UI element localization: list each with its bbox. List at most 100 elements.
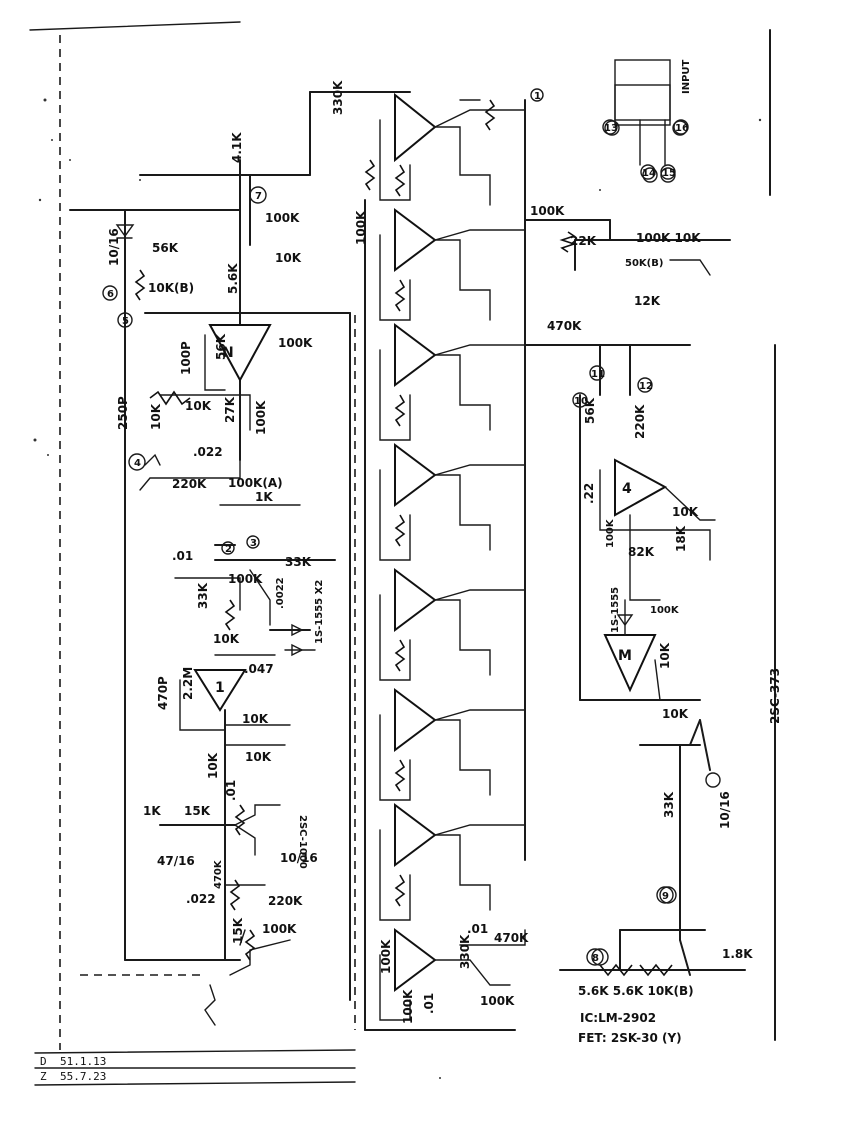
label-r-10k-g: 10K <box>245 750 272 764</box>
label-r-10k-b: 10K(B) <box>148 281 194 295</box>
marker-6: 6 <box>107 289 114 300</box>
label-c-1016-b: 10/16 <box>280 851 318 865</box>
label-r-10k-b2: 10K <box>149 403 163 430</box>
title-row-1-sig: D <box>40 1055 47 1068</box>
title-block: 51.1.13 55.7.23 D Z <box>40 1055 106 1083</box>
label-r-220k: 220K <box>172 477 207 491</box>
label-r-33k: 33K <box>285 555 312 569</box>
label-r-56k-v: 5.6K <box>226 263 240 294</box>
label-r-330k-bot: 330K <box>458 934 472 969</box>
label-r-100k-a: 100K(A) <box>228 476 283 490</box>
label-r-1k: 1K <box>255 490 273 504</box>
label-r-100k-bot2: 100K <box>480 994 515 1008</box>
label-r-15k-b: 15K <box>231 917 245 944</box>
diode-pair-a <box>291 623 304 637</box>
label-r-100k-10k: 100K 10K <box>636 231 701 245</box>
marker-8: 8 <box>592 953 599 964</box>
label-r-50k-b: 50K(B) <box>625 258 663 269</box>
label-r-22m: 2.2M <box>181 667 195 700</box>
label-amp-4: 4 <box>622 481 632 497</box>
label-r-330k-top: 330K <box>331 80 345 115</box>
frame-top-edge <box>29 21 241 31</box>
marker-13: 13 <box>604 123 618 134</box>
label-t-2sc1000: 2SC-1000 <box>297 815 308 869</box>
op-amp-stage-3 <box>394 323 437 387</box>
label-r-10k-m2: 10K <box>662 707 689 721</box>
label-r-10k-h: 10K <box>206 752 220 779</box>
marker-5: 5 <box>122 316 129 327</box>
label-amp-m: M <box>618 648 632 664</box>
title-row-2-date: 55.7.23 <box>60 1070 106 1083</box>
label-d-1s1555-pair: 1S-1555 X2 <box>314 580 325 644</box>
label-r-100k-b2: 100K <box>354 210 368 245</box>
label-c-01-b: .01 <box>224 780 238 801</box>
label-r-10k-e: 10K <box>213 632 240 646</box>
op-amp-stage-7 <box>394 803 437 867</box>
op-amp-m <box>603 634 657 693</box>
marker-2: 2 <box>225 544 232 555</box>
label-c-01: .01 <box>172 549 193 563</box>
label-r-12k: 12K <box>634 294 661 308</box>
marker-16: 16 <box>675 123 689 134</box>
label-r-56k-n: 56K <box>214 333 228 360</box>
label-c-22: .22 <box>582 483 596 504</box>
label-r-18k: 18K <box>674 525 688 552</box>
input-label: INPUT <box>681 59 692 94</box>
label-r-1k-b: 1K <box>143 804 161 818</box>
label-r-100k-c: 100K <box>254 400 268 435</box>
title-block-top-line <box>34 1049 356 1054</box>
label-r-10k-r: 10K <box>672 505 699 519</box>
label-t-2sc373: 2SC-373 <box>768 668 782 724</box>
op-amp-stage-6 <box>394 688 437 752</box>
title-row-2-sig: Z <box>40 1070 47 1083</box>
title-block-bottom-line <box>34 1081 356 1086</box>
label-d-1s1555: 1S-1555 <box>610 587 621 633</box>
label-r-100k-e: 100K <box>262 922 297 936</box>
left-input-section <box>69 159 351 1026</box>
label-r-100k-bot: 100K <box>379 939 393 974</box>
label-r-100k-r2: 100K <box>650 605 680 616</box>
label-r-82k: 82K <box>628 545 655 559</box>
label-r-470k-b: 470K <box>213 859 224 889</box>
marker-12: 12 <box>639 381 653 392</box>
title-row-1-date: 51.1.13 <box>60 1055 106 1068</box>
ic-note: IC:LM-2902 <box>580 1011 656 1025</box>
marker-11: 11 <box>591 369 605 380</box>
op-amp-stage-2 <box>394 208 437 272</box>
label-r-33k-r: 33K <box>662 791 676 818</box>
op-amp-stage-4 <box>394 443 437 507</box>
input-diode <box>115 224 135 238</box>
label-r-10k-f: 10K <box>242 712 269 726</box>
label-r-27k: 27K <box>223 396 237 423</box>
label-r-10k-q: 10K <box>275 251 302 265</box>
diode-1s1555 <box>616 614 634 627</box>
scan-noise <box>33 98 762 1079</box>
label-r-41k: 4.1K <box>230 132 244 163</box>
marker-1: 1 <box>534 91 541 102</box>
label-r-220k-12: 220K <box>633 404 647 439</box>
label-c-01-bot2: .01 <box>422 993 436 1014</box>
label-c-4716: 47/16 <box>157 854 195 868</box>
label-r-bottom: 5.6K 5.6K 10K(B) <box>578 984 694 998</box>
op-amp-n <box>208 324 272 383</box>
switch-block <box>604 59 688 183</box>
label-r-18k-r: 1.8K <box>722 947 753 961</box>
op-amp-stage-1 <box>394 92 437 163</box>
label-r-100k-q: 100K <box>265 211 300 225</box>
op-amp-stage-8 <box>394 928 437 992</box>
marker-15: 15 <box>662 168 676 179</box>
label-c-01-bot: .01 <box>467 922 488 936</box>
label-c-100p: 100P <box>179 341 193 375</box>
label-r-100k-d: 100K <box>228 572 263 586</box>
label-r-56k-l: 56K <box>152 241 179 255</box>
right-output-network <box>524 219 731 701</box>
label-c-022-b: .022 <box>186 892 216 906</box>
diode-pair-b <box>291 643 304 657</box>
label-r-10k-a: 10K <box>185 399 212 413</box>
label-amp-n: N <box>222 345 234 361</box>
marker-14: 14 <box>642 168 656 179</box>
marker-4: 4 <box>134 458 141 469</box>
label-r-22k: 22K <box>570 234 597 248</box>
label-r-10k-m: 10K <box>658 642 672 669</box>
